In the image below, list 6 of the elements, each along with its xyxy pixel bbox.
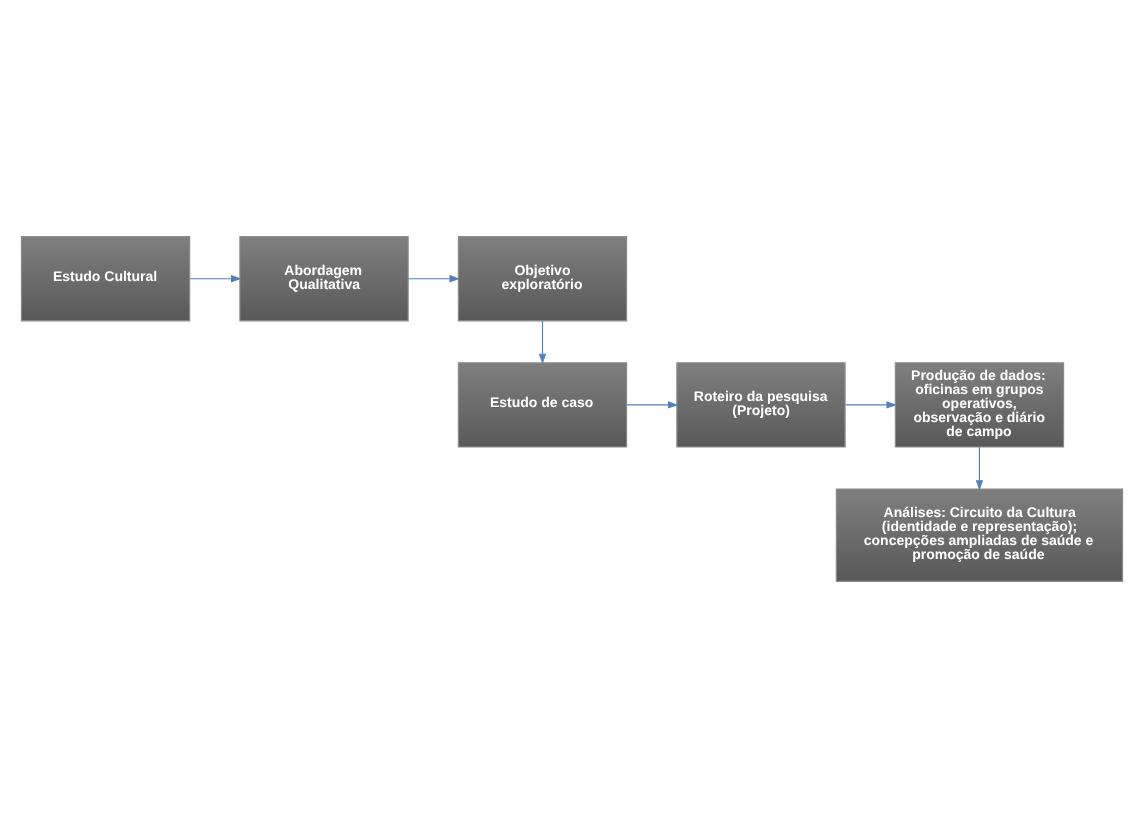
arrow [626, 400, 679, 408]
arrow [538, 319, 547, 364]
arrow [189, 274, 242, 282]
arrow [844, 400, 897, 408]
arrow [975, 445, 984, 490]
arrow [407, 274, 460, 282]
